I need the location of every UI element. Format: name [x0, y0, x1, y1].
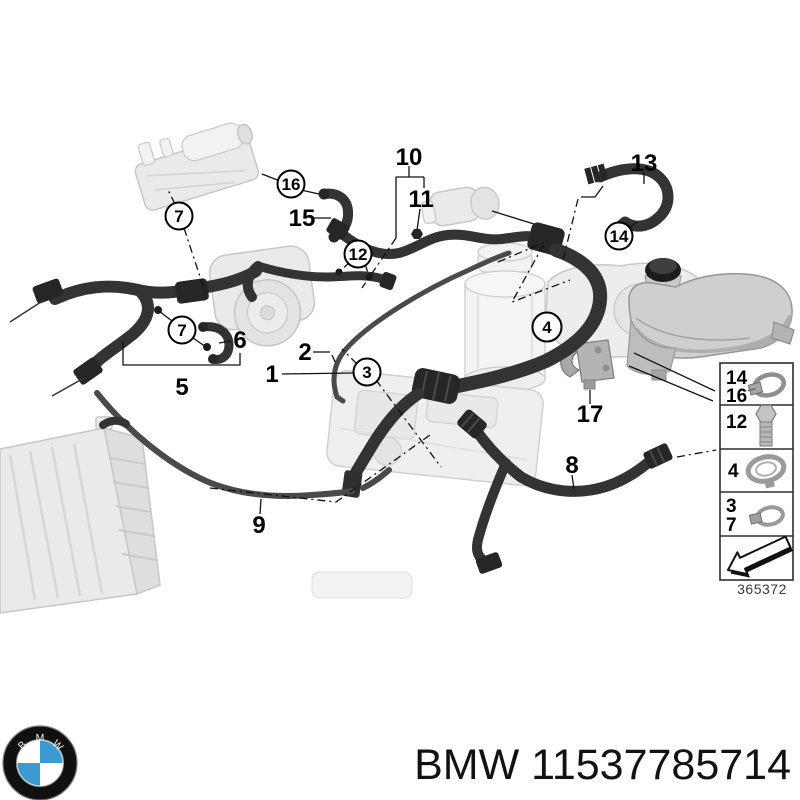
diagram-number: 365372 — [737, 581, 787, 597]
hose-8-tee — [457, 409, 673, 574]
callout-7b-circled: 7 — [167, 315, 197, 345]
leader-lines — [122, 166, 717, 515]
hose-2-vent — [331, 250, 512, 404]
bmw-logo-letter-m: M — [36, 732, 45, 744]
bracket-17 — [560, 339, 615, 390]
callout-7a-label: 7 — [174, 207, 183, 226]
callout-3-circled: 3 — [352, 357, 382, 387]
callout-14-label: 14 — [610, 227, 629, 246]
legend-label-7: 7 — [726, 515, 737, 536]
small-clamp-icon — [748, 505, 785, 527]
callout-11: 11 — [408, 186, 433, 213]
callout-2: 2 — [298, 339, 311, 366]
legend-label-14: 14 — [726, 368, 748, 389]
callout-10: 10 — [396, 144, 423, 171]
callout-4-circled: 4 — [531, 311, 563, 343]
hoses — [9, 163, 674, 574]
callout-12-label: 12 — [349, 245, 368, 264]
callout-5: 5 — [175, 374, 188, 401]
callout-8: 8 — [565, 452, 578, 479]
callout-7a-circled: 7 — [164, 201, 194, 231]
ghost-parts — [0, 122, 795, 614]
callout-3-label: 3 — [362, 363, 371, 382]
hose-4-main — [341, 222, 608, 498]
callout-7b-label: 7 — [177, 321, 186, 340]
hose-6-elbow — [198, 322, 234, 364]
ghost-fragment — [311, 571, 413, 599]
callout-6: 6 — [233, 327, 246, 354]
radiator-ghost — [0, 416, 161, 614]
bolt-icon — [755, 404, 777, 447]
hose-13-elbow — [584, 163, 674, 234]
callouts: 10 11 15 13 6 5 2 1 17 8 9 16 7 14 12 7 — [164, 144, 658, 539]
hose-5-y-pipe — [9, 265, 262, 397]
hose-10-upper-pipe — [242, 218, 538, 302]
legend-label-12: 12 — [726, 412, 747, 433]
profile-clamp-icon — [745, 454, 787, 489]
callout-13: 13 — [631, 150, 658, 177]
legend-label-16: 16 — [726, 386, 747, 407]
legend-label-4: 4 — [728, 461, 739, 482]
callout-17: 17 — [577, 401, 604, 428]
expansion-tank — [626, 258, 795, 381]
part-number: BMW 11537785714 — [414, 741, 791, 789]
callout-15: 15 — [289, 205, 316, 232]
callout-16-label: 16 — [282, 175, 301, 194]
oil-cooler-ghost — [134, 122, 260, 211]
direction-arrow-icon — [727, 535, 793, 578]
callout-1: 1 — [265, 361, 278, 388]
thermostat-ghost — [420, 186, 500, 227]
hose-9-long — [94, 390, 392, 499]
callout-4-label: 4 — [542, 318, 552, 337]
callout-9: 9 — [252, 512, 265, 539]
legend-label-3: 3 — [726, 496, 737, 517]
bmw-logo: B M W — [2, 725, 78, 800]
hose-clamp-icon — [747, 372, 786, 398]
nut-11 — [411, 229, 423, 239]
callout-16-circled: 16 — [276, 169, 306, 199]
legend-table: 14 16 12 4 3 7 — [719, 362, 794, 581]
callout-12-circled: 12 — [343, 239, 373, 269]
callout-14-circled: 14 — [604, 221, 634, 251]
